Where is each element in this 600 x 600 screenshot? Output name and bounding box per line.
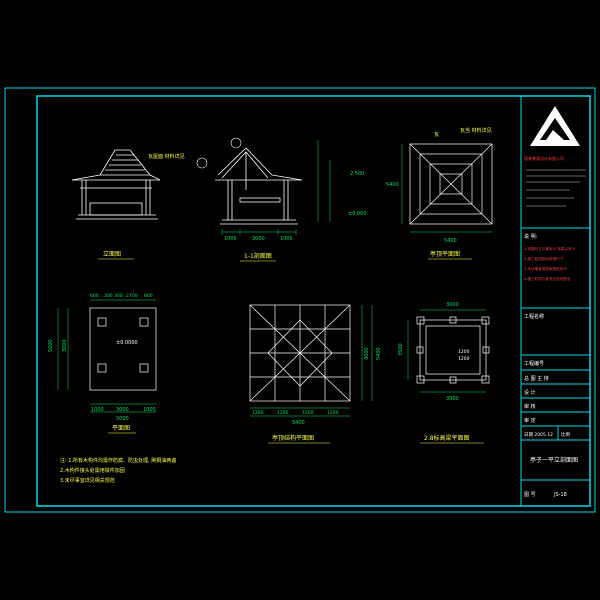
notes-header: 说 明:	[524, 233, 538, 240]
beam-mid-dim-2: 1200	[458, 356, 470, 362]
floor-plan-view	[89, 307, 157, 391]
frame-dim-bottom-4: 1200	[327, 410, 339, 416]
tb-note-4: 4.施工时须与各专业密切配合	[524, 276, 571, 281]
drawing-title: 亭子一平立剖面图	[530, 456, 578, 464]
roof-frame-view	[249, 304, 351, 402]
floor-dim-top-3: 300	[114, 293, 123, 299]
project-label: 工程名称	[524, 313, 544, 320]
tb-row-4: 审 核	[524, 403, 536, 410]
frame-dim-bottom-2: 1200	[277, 410, 289, 416]
tb-note-1: 1.本图尺寸以毫米计,标高以米计	[524, 246, 576, 251]
frame-dim-right-total: 5400	[376, 347, 382, 360]
floor-dim-bottom-1: 1000	[91, 407, 104, 413]
tb-row-2: 总 图 主 持	[524, 375, 549, 382]
sheet-label: 图 号	[524, 492, 536, 498]
beam-plan-title: 2.8标高梁平面图	[424, 434, 470, 442]
tb-scale-label: 比例	[561, 431, 570, 438]
floor-dim-total: 5000	[116, 416, 129, 422]
floor-dim-left-total: 5000	[48, 339, 54, 352]
roof-plan-view	[409, 143, 493, 225]
section-level-top: 2.500	[350, 171, 364, 177]
tb-date-label: 日期 2005.12	[524, 432, 553, 438]
beam-dim-top: 3000	[446, 302, 459, 308]
beam-dim-left: 3500	[398, 343, 404, 356]
section-11-view	[215, 147, 303, 225]
section-level-bottom: ±0.000	[348, 211, 367, 217]
floor-dim-top-4: 2700	[126, 293, 138, 299]
floor-dim-top-1: 600	[90, 293, 99, 299]
roof-plan-callout-b: 瓦当 材料详见	[460, 127, 492, 134]
tb-row-1: 工程编号	[524, 360, 544, 367]
frame-dim-right-mid: 3000	[364, 347, 370, 360]
section-callout-marker	[230, 137, 242, 149]
section-dim-3: 1000	[280, 236, 293, 242]
notes-line-1: 注: 1.所有木构件均需作防腐、防虫处理, 刷桐油两遍	[60, 457, 176, 464]
section-dim-2: 3000	[252, 236, 265, 242]
roof-plan-dim-bottom: 5400	[444, 238, 457, 244]
beam-mid-dim-1: 1200	[458, 349, 470, 355]
roof-plan-dim-left: 5400	[386, 182, 399, 188]
elevation-view	[71, 149, 161, 220]
title-block	[520, 95, 591, 507]
outer-frame	[4, 87, 596, 513]
section-dim-1: 1000	[224, 236, 237, 242]
tb-row-5: 审 定	[524, 417, 536, 424]
elevation-title: 立面图	[103, 250, 121, 258]
inner-frame	[36, 95, 591, 507]
floor-plan-title: 平面图	[112, 425, 130, 432]
floor-dim-bottom-3: 1000	[143, 407, 156, 413]
roof-plan-title: 亭顶平面图	[430, 250, 460, 258]
section-callout-marker-2	[196, 157, 208, 169]
sheet-number: JS-18	[553, 492, 567, 498]
floor-dim-bottom-2: 3000	[116, 407, 129, 413]
company-logo-icon	[530, 106, 580, 146]
tb-row-3: 设 计	[524, 389, 536, 396]
floor-dim-left-mid: 3000	[62, 339, 68, 352]
frame-dim-bottom-3: 1200	[302, 410, 314, 416]
tb-note-3: 3.未尽事宜按国家规范执行	[524, 266, 567, 271]
floor-dim-top-5: 600	[144, 293, 153, 299]
company-line: 园林景观设计有限公司	[524, 155, 564, 161]
notes-line-3: 3.未尽事宜详见相关规范	[60, 477, 115, 484]
beam-plan-view	[416, 316, 490, 384]
tb-note-2: 2.施工前须核对现场尺寸	[524, 256, 564, 261]
section-title: 1-1剖面图	[244, 252, 272, 260]
floor-plan-level: ±0.0000	[116, 340, 138, 346]
floor-dim-top-2: 300	[104, 293, 113, 299]
roof-plan-callout-a: 瓦	[434, 132, 439, 138]
frame-dim-bottom-1: 1200	[252, 410, 264, 416]
elevation-annotation: 瓦屋面 材料详见	[148, 153, 185, 160]
beam-dim-bottom: 3000	[446, 396, 459, 402]
notes-line-2: 2.木构件接头处需用铁件加固	[60, 467, 125, 474]
roof-frame-title: 亭顶结构平面图	[272, 434, 314, 442]
frame-dim-total: 5400	[292, 420, 305, 426]
section-dims	[221, 140, 331, 235]
